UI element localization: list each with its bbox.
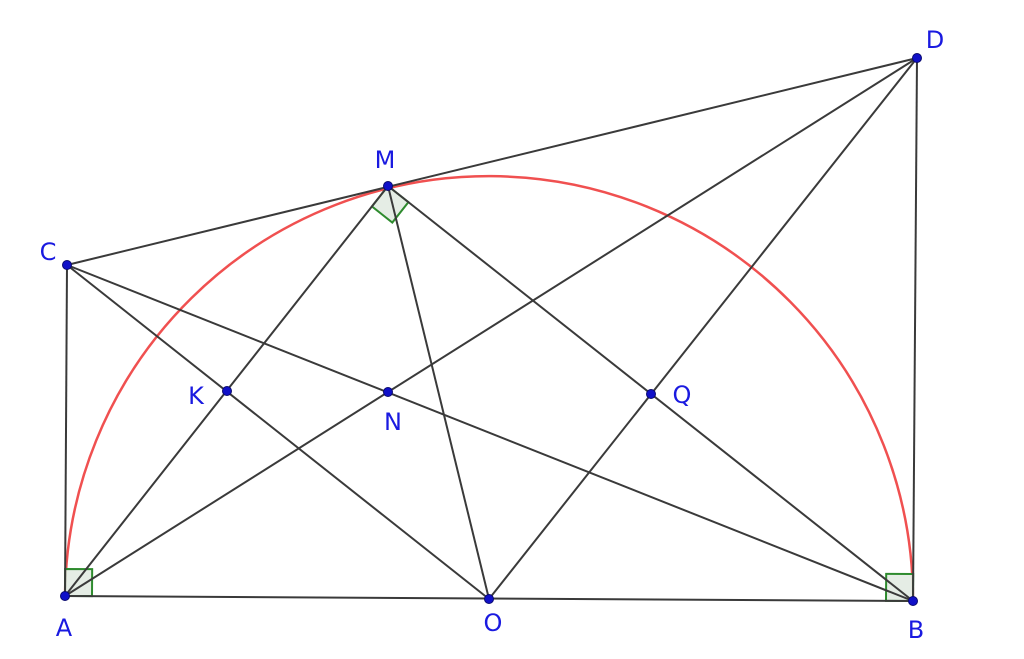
point-B <box>908 596 918 606</box>
label-O: O <box>484 609 503 637</box>
segment-CO <box>66 264 490 600</box>
segment-AD <box>64 57 918 597</box>
point-O <box>484 594 494 604</box>
segment-OD <box>488 57 918 600</box>
label-N: N <box>384 408 402 436</box>
label-D: D <box>926 26 944 54</box>
point-D <box>912 53 922 63</box>
point-M <box>383 181 393 191</box>
point-Q <box>646 389 656 399</box>
segment-CB <box>66 264 914 602</box>
label-M: M <box>375 146 396 174</box>
point-A <box>60 591 70 601</box>
segment-BD <box>912 57 918 602</box>
segment-AC <box>64 264 68 597</box>
point-C <box>62 260 72 270</box>
label-C: C <box>40 238 57 266</box>
semicircle-arc <box>63 175 915 602</box>
segment-MO <box>387 185 490 600</box>
label-Q: Q <box>673 381 692 409</box>
label-B: B <box>908 616 924 644</box>
segment-CD <box>66 57 918 266</box>
label-K: K <box>188 382 205 410</box>
label-A: A <box>56 614 73 642</box>
point-K <box>222 386 232 396</box>
point-N <box>383 387 393 397</box>
